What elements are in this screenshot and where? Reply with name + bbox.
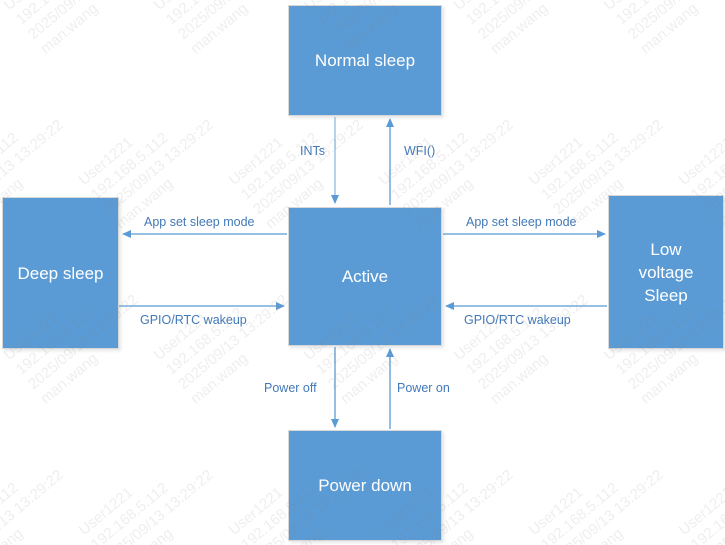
- edge-label-gpio-rtc-wakeup-left: GPIO/RTC wakeup: [140, 313, 247, 327]
- state-box-power-down[interactable]: Power down: [288, 430, 442, 541]
- state-label-power-down: Power down: [318, 476, 412, 495]
- state-box-deep-sleep[interactable]: Deep sleep: [2, 197, 119, 349]
- edge-label-ints: INTs: [300, 144, 325, 158]
- state-label-active: Active: [341, 267, 389, 286]
- state-box-active[interactable]: Active: [288, 207, 442, 346]
- state-box-normal-sleep[interactable]: Normal sleep: [288, 5, 442, 116]
- edge-label-gpio-rtc-wakeup-right: GPIO/RTC wakeup: [464, 313, 571, 327]
- edge-label-power-off: Power off: [264, 381, 317, 395]
- state-label-normal-sleep: Normal sleep: [314, 51, 416, 70]
- edge-label-app-set-sleep-mode-right: App set sleep mode: [466, 215, 577, 229]
- state-label-deep-sleep: Deep sleep: [17, 263, 104, 283]
- edge-label-wfi: WFI(): [404, 144, 436, 158]
- state-box-low-voltage-sleep[interactable]: Low voltage Sleep: [608, 195, 724, 349]
- edge-label-power-on: Power on: [397, 381, 450, 395]
- edge-label-app-set-sleep-mode-left: App set sleep mode: [144, 215, 255, 229]
- state-label-low-voltage-sleep: Low voltage Sleep: [638, 239, 694, 305]
